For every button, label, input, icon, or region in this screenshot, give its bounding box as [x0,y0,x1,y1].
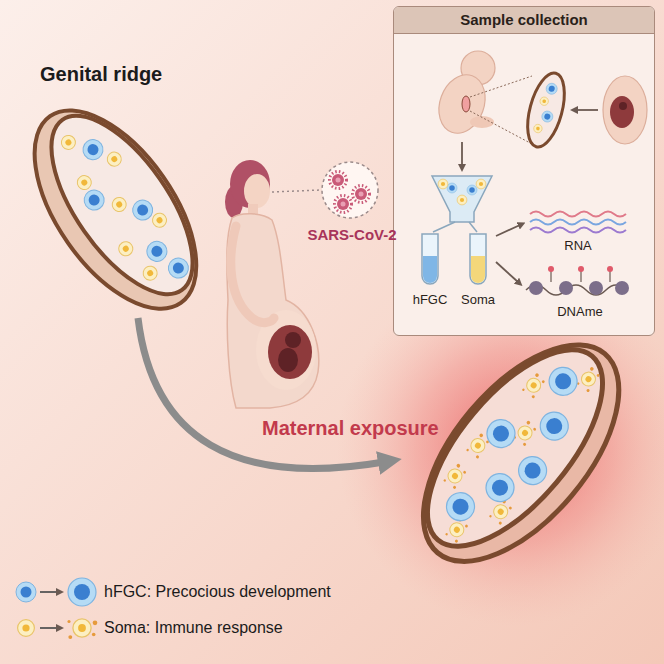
panel-header: Sample collection [394,7,654,34]
tube-label: hFGC [413,292,448,308]
exposure-label: Maternal exposure [262,416,439,440]
virus-label: SARS-CoV-2 [307,226,396,244]
legend-item: Soma: Immune response [104,618,283,638]
assay-label: RNA [564,238,591,254]
assay-label: DNAme [557,304,603,320]
tube-label: Soma [461,292,495,308]
legend-text: Soma: Immune response [104,619,283,636]
legend-text: hFGC: Precocious development [104,583,331,600]
panel-title: Sample collection [460,11,588,28]
figure-title: Genital ridge [40,62,162,86]
legend-item: hFGC: Precocious development [104,582,331,602]
panel-box: Sample collection [393,6,655,336]
